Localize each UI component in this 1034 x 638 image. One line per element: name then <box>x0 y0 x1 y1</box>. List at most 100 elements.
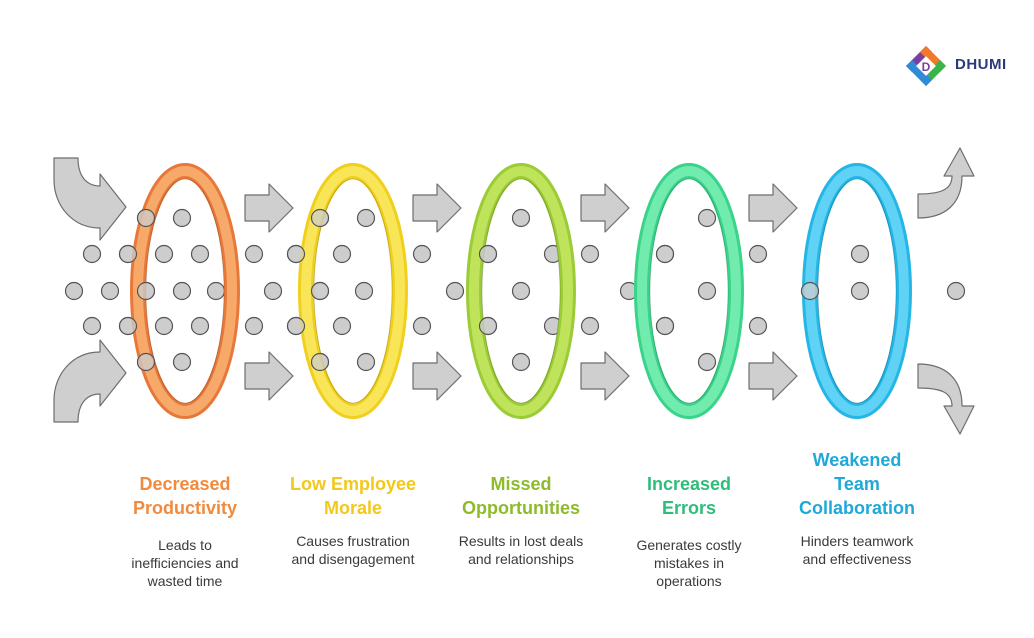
arrows-layer <box>53 147 975 435</box>
particle-dot <box>310 281 330 301</box>
particle-dot <box>136 352 156 372</box>
stage-description-line: Leads to <box>158 537 212 553</box>
stage-ring <box>634 163 744 419</box>
particle-dot <box>154 244 174 264</box>
ring-highlight <box>469 166 573 416</box>
logo-letter: D <box>922 60 931 74</box>
stage-title-line: Team <box>834 474 880 494</box>
right-arrow-icon <box>244 351 294 401</box>
particle-dot <box>511 208 531 228</box>
stage-description: Causes frustration and disengagement <box>273 532 433 568</box>
stage-title-line: Morale <box>323 498 383 518</box>
stage-description-line: Hinders teamwork <box>800 533 914 549</box>
particle-dot <box>850 281 870 301</box>
particle-dot <box>511 281 531 301</box>
particle-dot <box>580 244 600 264</box>
right-arrow-icon <box>580 351 630 401</box>
dots-front-layer <box>118 208 820 372</box>
stage-description-line: mistakes in <box>653 555 725 571</box>
stage-description-line: Generates costly <box>636 537 742 553</box>
particle-dot <box>354 281 374 301</box>
particle-dot <box>118 244 138 264</box>
ring-highlight <box>301 166 405 416</box>
right-arrow-icon <box>244 183 294 233</box>
curved-outlet-arrow-icon <box>917 147 975 219</box>
particle-dot <box>100 281 120 301</box>
particle-dot <box>136 208 156 228</box>
curved-inlet-arrow-icon <box>53 157 127 241</box>
brand-name: DHUMI <box>955 56 1007 73</box>
particle-dot <box>850 244 870 264</box>
stage-ring <box>466 163 576 419</box>
stage-description-line: and disengagement <box>291 551 415 567</box>
particle-dot <box>82 316 102 336</box>
particle-dot <box>118 316 138 336</box>
stage-title-line: Opportunities <box>462 498 580 518</box>
stage-title-line: Increased <box>646 474 732 494</box>
particle-dot <box>332 316 352 336</box>
particle-dot <box>946 281 966 301</box>
particle-dot <box>697 208 717 228</box>
ring-highlight <box>637 166 741 416</box>
particle-dot <box>580 316 600 336</box>
right-arrow-icon <box>412 351 462 401</box>
stage-title-line: Missed <box>490 474 552 494</box>
particle-dot <box>64 281 84 301</box>
stage-title-line: Productivity <box>132 498 238 518</box>
particle-dot <box>445 281 465 301</box>
particle-dot <box>206 281 226 301</box>
stage-description-line: Causes frustration <box>296 533 410 549</box>
stage-title-line: Low Employee <box>289 474 417 494</box>
dhumi-logo: D <box>906 46 946 86</box>
right-arrow-icon <box>748 351 798 401</box>
ring-inner-edge <box>481 178 561 404</box>
stage-title-line: Errors <box>661 498 717 518</box>
stage-title-line: Collaboration <box>799 498 915 518</box>
particle-dot <box>412 316 432 336</box>
particle-dot <box>412 244 432 264</box>
particle-dot <box>172 352 192 372</box>
curved-outlet-arrow-icon <box>917 363 975 435</box>
stage-description-line: and relationships <box>468 551 574 567</box>
particle-dot <box>310 208 330 228</box>
particle-dot <box>190 316 210 336</box>
particle-dot <box>286 244 306 264</box>
ring-inner-edge <box>649 178 729 404</box>
particle-dot <box>190 244 210 264</box>
stage-description-line: operations <box>656 573 722 589</box>
stage-title-line: Decreased <box>139 474 231 494</box>
stage-description: Results in lost deals and relationships <box>441 532 601 568</box>
particle-dot <box>356 208 376 228</box>
particle-dot <box>697 352 717 372</box>
dots-layer <box>64 208 966 372</box>
particle-dot <box>332 244 352 264</box>
stage-description-line: Results in lost deals <box>458 533 584 549</box>
right-arrow-icon <box>412 183 462 233</box>
particle-dot <box>82 244 102 264</box>
particle-dot <box>655 244 675 264</box>
particle-dot <box>697 281 717 301</box>
particle-dot <box>172 281 192 301</box>
particle-dot <box>356 352 376 372</box>
particle-dot <box>748 316 768 336</box>
particle-dot <box>748 244 768 264</box>
stage-description-line: wasted time <box>147 573 223 589</box>
particle-dot <box>310 352 330 372</box>
particle-dot <box>154 316 174 336</box>
stage-description: Generates costly mistakes in operations <box>609 536 769 590</box>
right-arrow-icon <box>748 183 798 233</box>
curved-inlet-arrow-icon <box>53 339 127 423</box>
particle-dot <box>172 208 192 228</box>
particle-dot <box>244 244 264 264</box>
particle-dot <box>655 316 675 336</box>
particle-dot <box>478 244 498 264</box>
